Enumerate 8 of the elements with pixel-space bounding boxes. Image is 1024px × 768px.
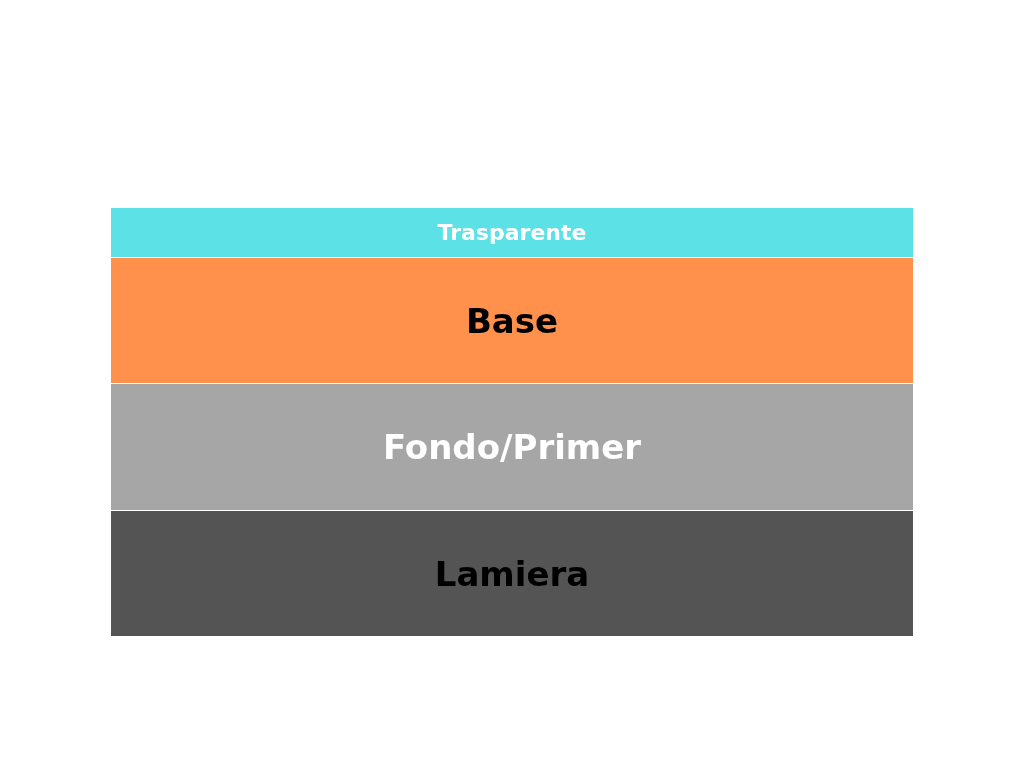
layer-band [111, 384, 913, 510]
layer-band [111, 208, 913, 257]
layer-label: Fondo/Primer [382, 427, 642, 467]
layer-band [111, 258, 913, 383]
layer-label: Trasparente [437, 220, 587, 245]
layer-band [111, 511, 913, 636]
layer-label: Base [465, 300, 559, 341]
layer-label: Lamiera [434, 553, 590, 594]
